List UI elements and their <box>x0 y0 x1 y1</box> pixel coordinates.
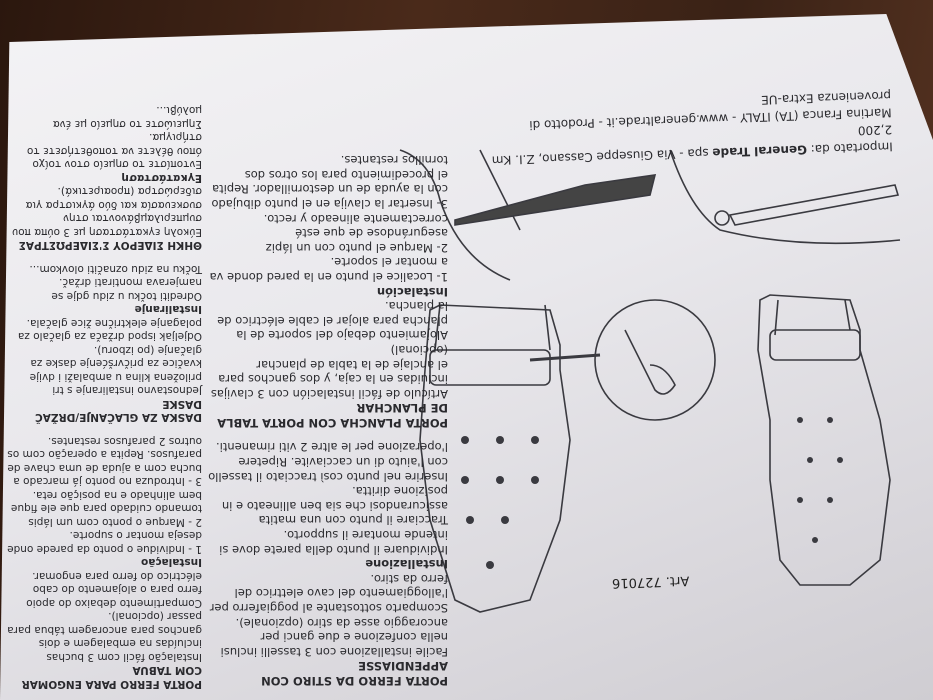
article-number: Art. 727016 <box>611 572 690 591</box>
section-title: DASKA ZA GLAČANJE/DRŽAČ DASKE <box>35 398 202 424</box>
section-title: PORTA FERRO PARA ENGOMAR COM TABUA <box>21 664 202 691</box>
step: Σημειώστε το σημείο με ένα μολύβι... <box>52 104 202 131</box>
step: Odrediti točku u zidu gdje se namjerava … <box>51 276 202 303</box>
step: 1 - Individue o ponto da parede onde des… <box>7 529 202 556</box>
subsection-title: Instaliranje <box>134 303 202 316</box>
step: 2- Marque el punto con un lápiz asegurán… <box>263 211 448 255</box>
mark-point-icon <box>714 210 730 226</box>
step: 3 - Introduza no ponto já marcado a buch… <box>7 435 202 488</box>
step: Individuare il punto della parete dove s… <box>219 528 448 557</box>
iron-holder-drawing-right <box>757 294 891 586</box>
step: Točku na zidu označiti olovkom... <box>29 263 202 275</box>
paragraph: Odjeljak ispod držača za glačalo za pola… <box>17 317 202 343</box>
paragraph: Scomparto sottostante al poggiaferro per… <box>209 571 448 616</box>
subsection-title: Εγκατάσταση <box>121 172 202 184</box>
step: Inserire nel punto così tracciato il tas… <box>208 440 448 484</box>
step: 3- Insertar la clavija en el punto dibuj… <box>211 153 448 211</box>
brand-name: General Trade <box>712 142 808 160</box>
step: 2 - Marque o ponto com um lápis tomando … <box>10 489 202 528</box>
section-spanish: PORTA PLANCHA CON PORTA TABLA DE PLANCHA… <box>208 153 448 430</box>
section-italian: PORTA FERRO DA STIRO CON APPENDIASSE Fac… <box>208 440 448 689</box>
step: Tracciare il punto con una matita assicu… <box>221 484 448 528</box>
section-title: PORTA FERRO DA STIRO CON APPENDIASSE <box>261 659 448 688</box>
pencil-icon <box>728 184 900 226</box>
iron-holder-drawing-center <box>419 304 601 613</box>
section-greek: ΘΗΚΗ ΣΙΔΕΡΟΥ Σ'ΣΙΔΕΡΩΣΤΡΑΣ Εύκολη εγκατά… <box>6 103 202 252</box>
step: 1- Localice el punto en la pared donde v… <box>209 255 448 284</box>
paragraph: Jednostavno instaliranje s tri priložena… <box>29 344 202 397</box>
paragraph: Alojamiento debajo del soporte de la pla… <box>217 299 448 343</box>
middle-text-column: PORTA FERRO DA STIRO CON APPENDIASSE Fac… <box>208 28 448 688</box>
importer-label: Importato da: <box>806 139 894 157</box>
step: Εντοπίστε το σημείο στον τοίχο όπου θέλε… <box>26 131 202 171</box>
paragraph: Εύκολη εγκατάσταση με 3 ούπα που συμπερι… <box>12 185 202 239</box>
section-croatian: DASKA ZA GLAČANJE/DRŽAČ DASKE Jednostavn… <box>6 262 202 424</box>
subsection-title: Instalación <box>376 284 448 299</box>
paragraph: Artículo de fácil instalación con 3 clav… <box>210 342 448 401</box>
paragraph: Instalação fácil com 3 buchas incluídas … <box>7 610 202 664</box>
section-title: PORTA PLANCHA CON PORTA TABLA DE PLANCHA… <box>217 401 448 430</box>
paragraph: Compartimento debaixo do apoio ferro par… <box>26 570 202 609</box>
paragraph: Facile installazione con 3 tasselli incl… <box>220 615 448 659</box>
cord-detail-circle <box>594 299 716 421</box>
subsection-title: Instalação <box>141 556 202 569</box>
section-portuguese: PORTA FERRO PARA ENGOMAR COM TABUA Insta… <box>6 434 202 691</box>
wall-outline <box>399 149 521 281</box>
left-text-column: PORTA FERRO PARA ENGOMAR COM TABUA Insta… <box>6 30 202 691</box>
section-title: ΘΗΚΗ ΣΙΔΕΡΟΥ Σ'ΣΙΔΕΡΩΣΤΡΑΣ <box>18 239 202 252</box>
power-cord-icon <box>624 329 676 395</box>
screwdriver-icon <box>454 174 657 226</box>
subsection-title: Installazione <box>365 557 448 572</box>
wall-outline-2 <box>669 149 901 245</box>
